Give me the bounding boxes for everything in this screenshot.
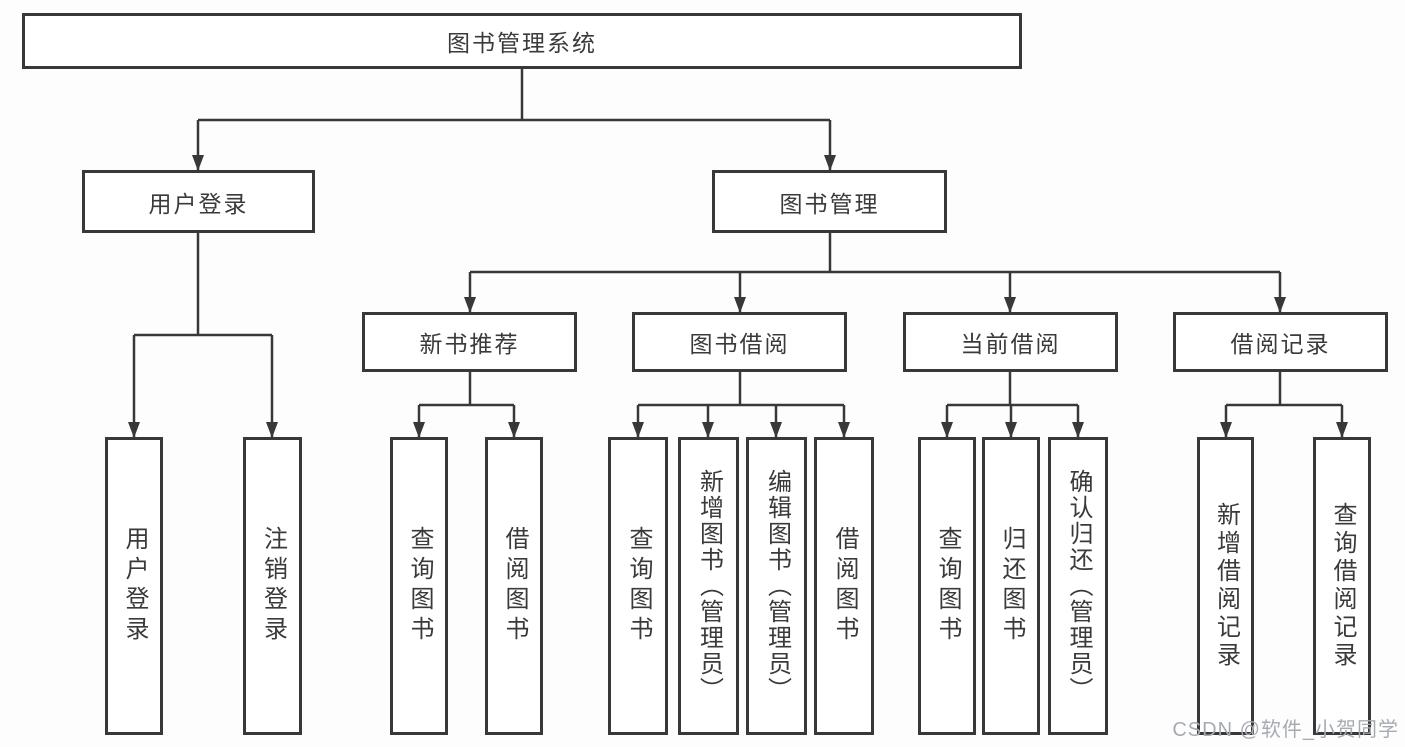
connector-user-login-children [128, 233, 278, 438]
connector-new-book-recommend-children [413, 372, 520, 438]
csdn-watermark: CSDN @软件_小贺同学 [1172, 719, 1399, 741]
node-leaf-confirm-return-admin: 确认归还（管理员） [1048, 437, 1108, 735]
node-book-borrow: 图书借阅 [632, 312, 847, 372]
node-leaf-borrow-books: 借阅图书 [814, 437, 874, 735]
connector-current-borrow-children [941, 372, 1084, 438]
node-leaf-return-books: 归还图书 [982, 437, 1040, 735]
node-leaf-logout-login: 注销登录 [243, 437, 302, 735]
node-book-management: 图书管理 [712, 170, 947, 233]
connector-root-to-level2 [192, 69, 836, 171]
node-leaf-borrow-books-recommend: 借阅图书 [485, 437, 543, 735]
node-leaf-user-login: 用户登录 [105, 437, 163, 735]
connector-borrow-records-children [1220, 372, 1348, 438]
node-new-book-recommend: 新书推荐 [362, 312, 577, 372]
node-user-login: 用户登录 [82, 170, 315, 233]
node-leaf-query-borrow-record: 查询借阅记录 [1313, 437, 1371, 735]
node-current-borrow: 当前借阅 [903, 312, 1118, 372]
connector-book-borrow-children [632, 372, 850, 438]
node-leaf-query-books-borrow: 查询图书 [608, 437, 668, 735]
node-leaf-add-books-admin: 新增图书（管理员） [678, 437, 739, 735]
node-leaf-query-books-recommend: 查询图书 [390, 437, 448, 735]
node-library-management-system: 图书管理系统 [22, 13, 1022, 69]
node-borrow-records: 借阅记录 [1173, 312, 1388, 372]
node-leaf-add-borrow-record: 新增借阅记录 [1197, 437, 1254, 735]
node-leaf-query-books-current: 查询图书 [918, 437, 976, 735]
node-leaf-edit-books-admin: 编辑图书（管理员） [746, 437, 807, 735]
connector-book-management-to-level3 [464, 233, 1286, 313]
